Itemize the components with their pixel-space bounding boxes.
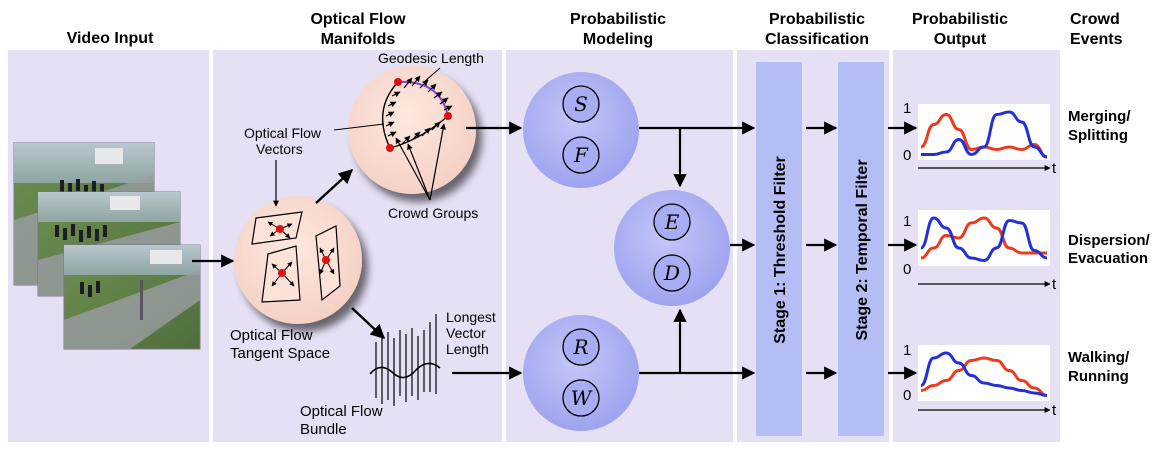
symbol-w: W [571,386,593,410]
label-bundle-line2: Bundle [300,421,347,438]
event-dispersion-line2: Evacuation [1068,250,1148,267]
label-optical-flow-vectors-line1: Optical Flow [244,125,322,141]
label-tangent-space-line1: Optical Flow [230,327,313,344]
plot-2-xlabel: t [1052,276,1057,293]
symbol-s: S [574,92,588,116]
plot-3-series-blue [920,351,1048,397]
symbol-d: D [663,261,680,285]
label-stage1: Stage 1: Threshold Filter [772,156,789,344]
label-bundle-line1: Optical Flow [300,403,383,420]
event-merging-line1: Merging/ [1068,108,1131,125]
model-circle-bottom [523,315,639,431]
plot-2-series-red [920,216,1047,260]
header-probabilistic-classification-line1: Probabilistic [769,11,865,28]
pointer-geodesic [423,67,441,83]
label-geodesic-length: Geodesic Length [378,50,484,66]
pointer-crowd-groups [395,123,446,201]
plot-3-xlabel: t [1052,402,1057,419]
symbol-circle-w [562,379,600,417]
symbol-circle-f [562,136,600,174]
symbol-circle-d [653,254,691,292]
symbol-e: E [664,210,680,234]
header-video-input: Video Input [67,30,154,47]
plot-3-ymax: 1 [903,342,911,359]
event-walking-line1: Walking/ [1068,349,1130,366]
header-probabilistic-classification-line2: Classification [765,31,869,48]
event-merging-line2: Splitting [1068,127,1128,144]
tangent-space-sphere [234,196,362,324]
plot-2-ymin: 0 [903,261,911,278]
header-probabilistic-modeling-line1: Probabilistic [570,11,666,28]
stage2-temporal-filter [838,62,884,436]
model-circle-top [523,72,639,188]
event-dispersion-line1: Dispersion/ [1068,232,1151,249]
plot-2-ymax: 1 [903,213,911,230]
symbol-circle-s [562,85,600,123]
plot-3-ymin: 0 [903,387,911,404]
arrow-tangent-to-bundle [351,307,386,339]
video-frames [13,142,201,350]
plot-1-series-blue [921,110,1048,159]
manifold-sphere [348,66,476,194]
label-stage2: Stage 2: Temporal Filter [854,159,871,340]
label-crowd-groups: Crowd Groups [388,205,478,221]
output-plot-1: 1 0 t [903,100,1057,177]
header-probabilistic-output-line2: Output [934,31,987,48]
output-plot-2: 1 0 t [903,210,1057,293]
arrow-tangent-to-manifold [315,169,354,204]
symbol-circle-e [653,203,691,241]
pointer-vectors-to-manifold [333,123,385,131]
header-optical-flow-manifolds-line2: Manifolds [321,31,396,48]
label-longest-vector-line3: Length [446,341,489,357]
header-crowd-events-line2: Events [1070,31,1123,48]
stage1-threshold-filter [756,62,802,436]
label-longest-vector-line1: Longest [446,309,496,325]
plot-1-ymin: 0 [903,147,911,164]
plot-1-background [918,104,1050,160]
header-optical-flow-manifolds-line1: Optical Flow [310,11,406,28]
label-tangent-space-line2: Tangent Space [230,345,330,362]
plot-1-ymax: 1 [903,100,911,117]
model-circle-middle [614,190,730,306]
header-probabilistic-output-line1: Probabilistic [912,11,1008,28]
label-optical-flow-vectors-line2: Vectors [256,141,303,157]
plot-3-series-red [920,356,1048,397]
header-crowd-events-line1: Crowd [1070,11,1120,28]
symbol-r: R [572,335,588,359]
header-probabilistic-modeling-line2: Modeling [583,31,653,48]
symbol-circle-r [562,328,600,366]
symbol-f: F [573,143,589,167]
output-plot-3: 1 0 t [903,342,1057,419]
event-walking-line2: Running [1068,368,1129,385]
plot-2-series-blue [920,216,1048,263]
label-longest-vector-line2: Vector [446,325,486,341]
plot-1-xlabel: t [1052,160,1057,177]
optical-flow-bundle [369,314,441,406]
video-frame-3 [63,244,201,350]
